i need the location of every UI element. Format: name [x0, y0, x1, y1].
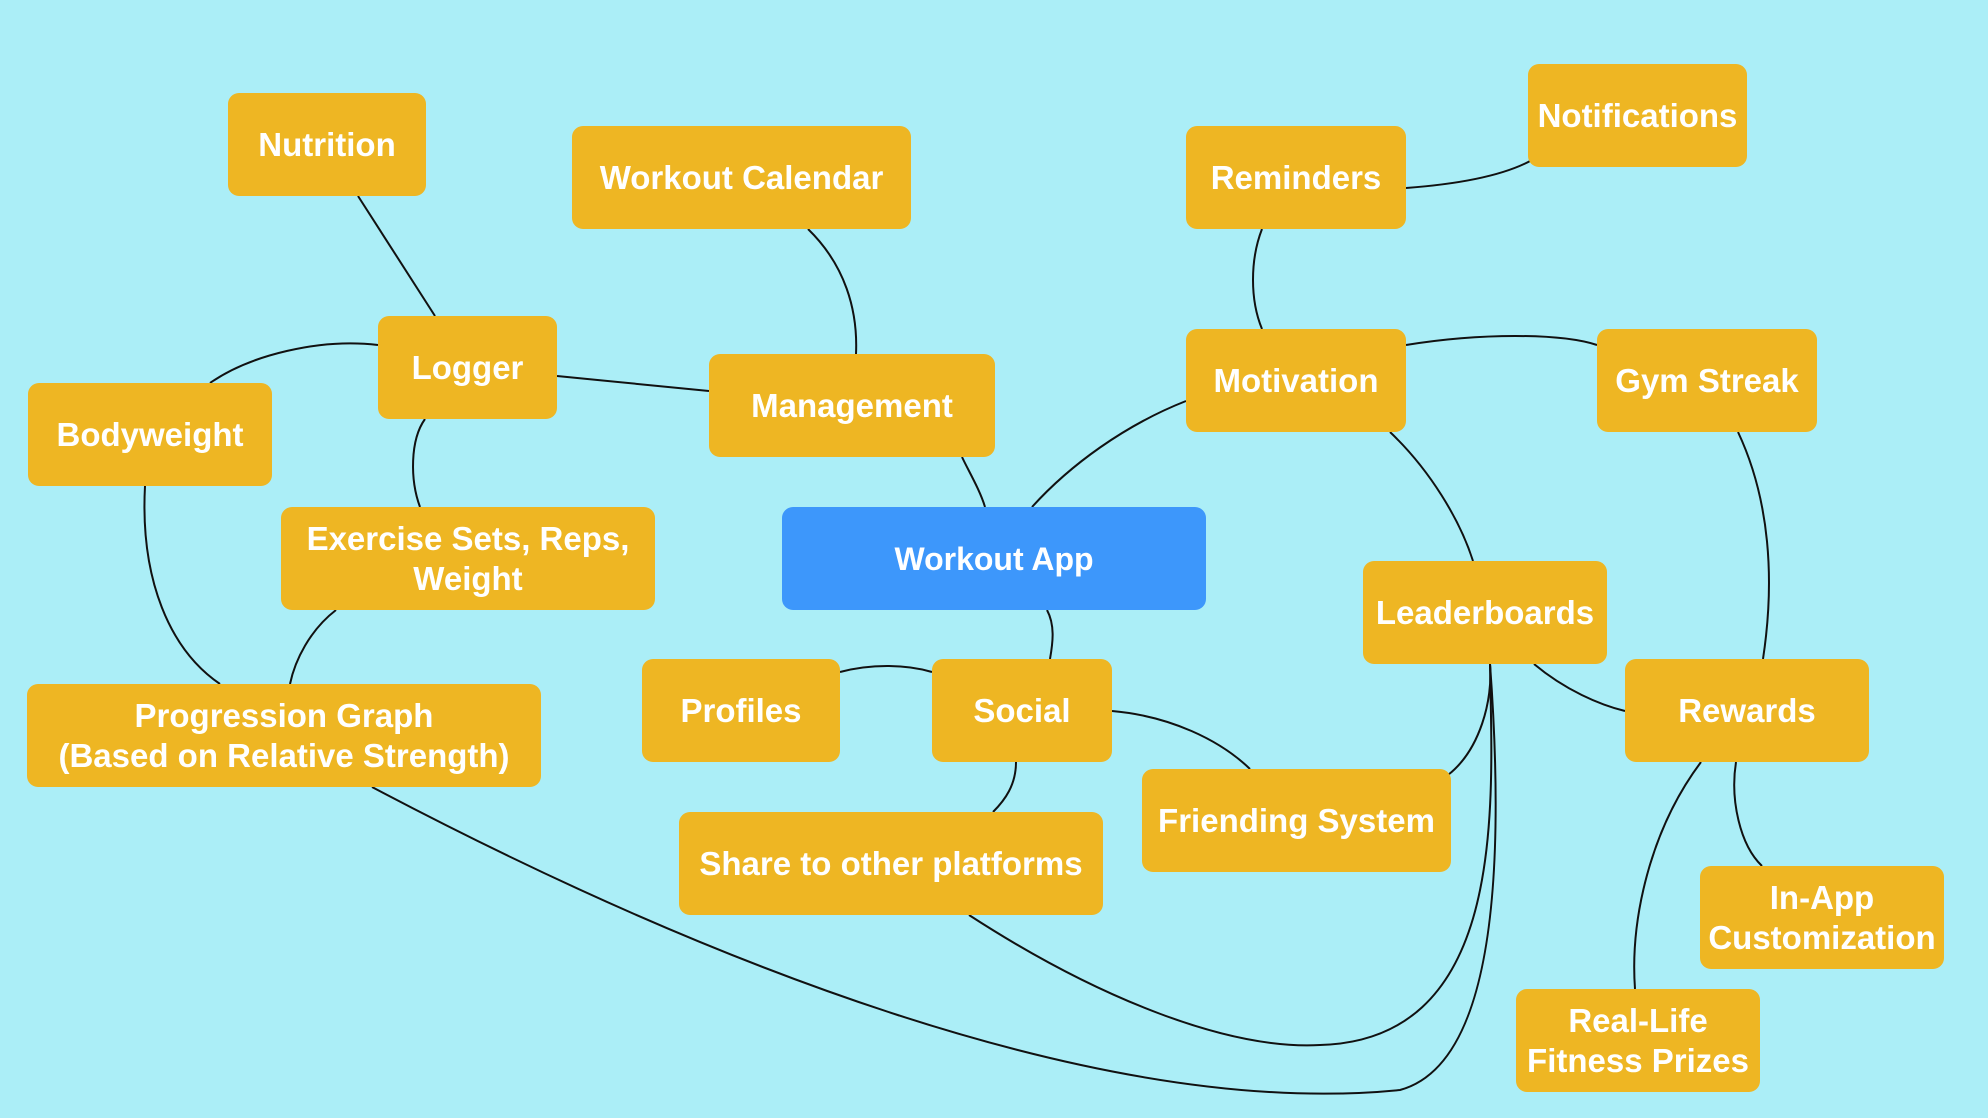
- node-exercise-sets-reps-weight[interactable]: Exercise Sets, Reps, Weight: [281, 507, 655, 610]
- edge-motivation-leaderboards: [1389, 431, 1474, 562]
- node-logger[interactable]: Logger: [378, 316, 557, 419]
- edge-bodyweight-progression: [143, 485, 221, 685]
- node-share-to-other-platforms[interactable]: Share to other platforms: [679, 812, 1103, 915]
- edge-social-share: [992, 761, 1017, 813]
- edge-social-friending: [1111, 710, 1251, 770]
- node-real-life-fitness-prizes[interactable]: Real-Life Fitness Prizes: [1516, 989, 1760, 1092]
- node-gym-streak[interactable]: Gym Streak: [1597, 329, 1817, 432]
- edge-exercise-progression: [289, 609, 337, 685]
- edge-leaderboards-friending: [1447, 663, 1492, 776]
- edge-motivation-reminders: [1252, 228, 1263, 330]
- edge-management-logger: [556, 375, 710, 392]
- edge-gymstreak-rewards: [1737, 431, 1770, 660]
- edge-reminders-notifications: [1405, 159, 1533, 189]
- node-in-app-customization[interactable]: In-App Customization: [1700, 866, 1944, 969]
- node-reminders[interactable]: Reminders: [1186, 126, 1406, 229]
- edge-rewards-prizes: [1633, 761, 1702, 990]
- edge-social-profiles: [839, 665, 933, 673]
- edge-workoutapp-motivation: [1031, 400, 1187, 508]
- node-progression-graph[interactable]: Progression Graph (Based on Relative Str…: [27, 684, 541, 787]
- edge-workoutapp-management: [961, 456, 986, 508]
- node-leaderboards[interactable]: Leaderboards: [1363, 561, 1607, 664]
- node-motivation[interactable]: Motivation: [1186, 329, 1406, 432]
- node-social[interactable]: Social: [932, 659, 1112, 762]
- edge-rewards-inapp: [1733, 761, 1763, 867]
- node-nutrition[interactable]: Nutrition: [228, 93, 426, 196]
- node-bodyweight[interactable]: Bodyweight: [28, 383, 272, 486]
- edge-logger-bodyweight: [209, 342, 379, 384]
- node-rewards[interactable]: Rewards: [1625, 659, 1869, 762]
- node-friending-system[interactable]: Friending System: [1142, 769, 1451, 872]
- node-management[interactable]: Management: [709, 354, 995, 457]
- edge-management-calendar: [807, 228, 858, 355]
- edge-leaderboards-rewards: [1533, 663, 1626, 712]
- edge-logger-nutrition: [357, 195, 436, 317]
- node-workout-app-central[interactable]: Workout App: [782, 507, 1206, 610]
- node-notifications[interactable]: Notifications: [1528, 64, 1747, 167]
- edge-workoutapp-social: [1046, 609, 1054, 660]
- edge-motivation-gymstreak: [1405, 335, 1598, 346]
- edge-logger-exercise: [412, 418, 426, 508]
- node-workout-calendar[interactable]: Workout Calendar: [572, 126, 911, 229]
- node-profiles[interactable]: Profiles: [642, 659, 840, 762]
